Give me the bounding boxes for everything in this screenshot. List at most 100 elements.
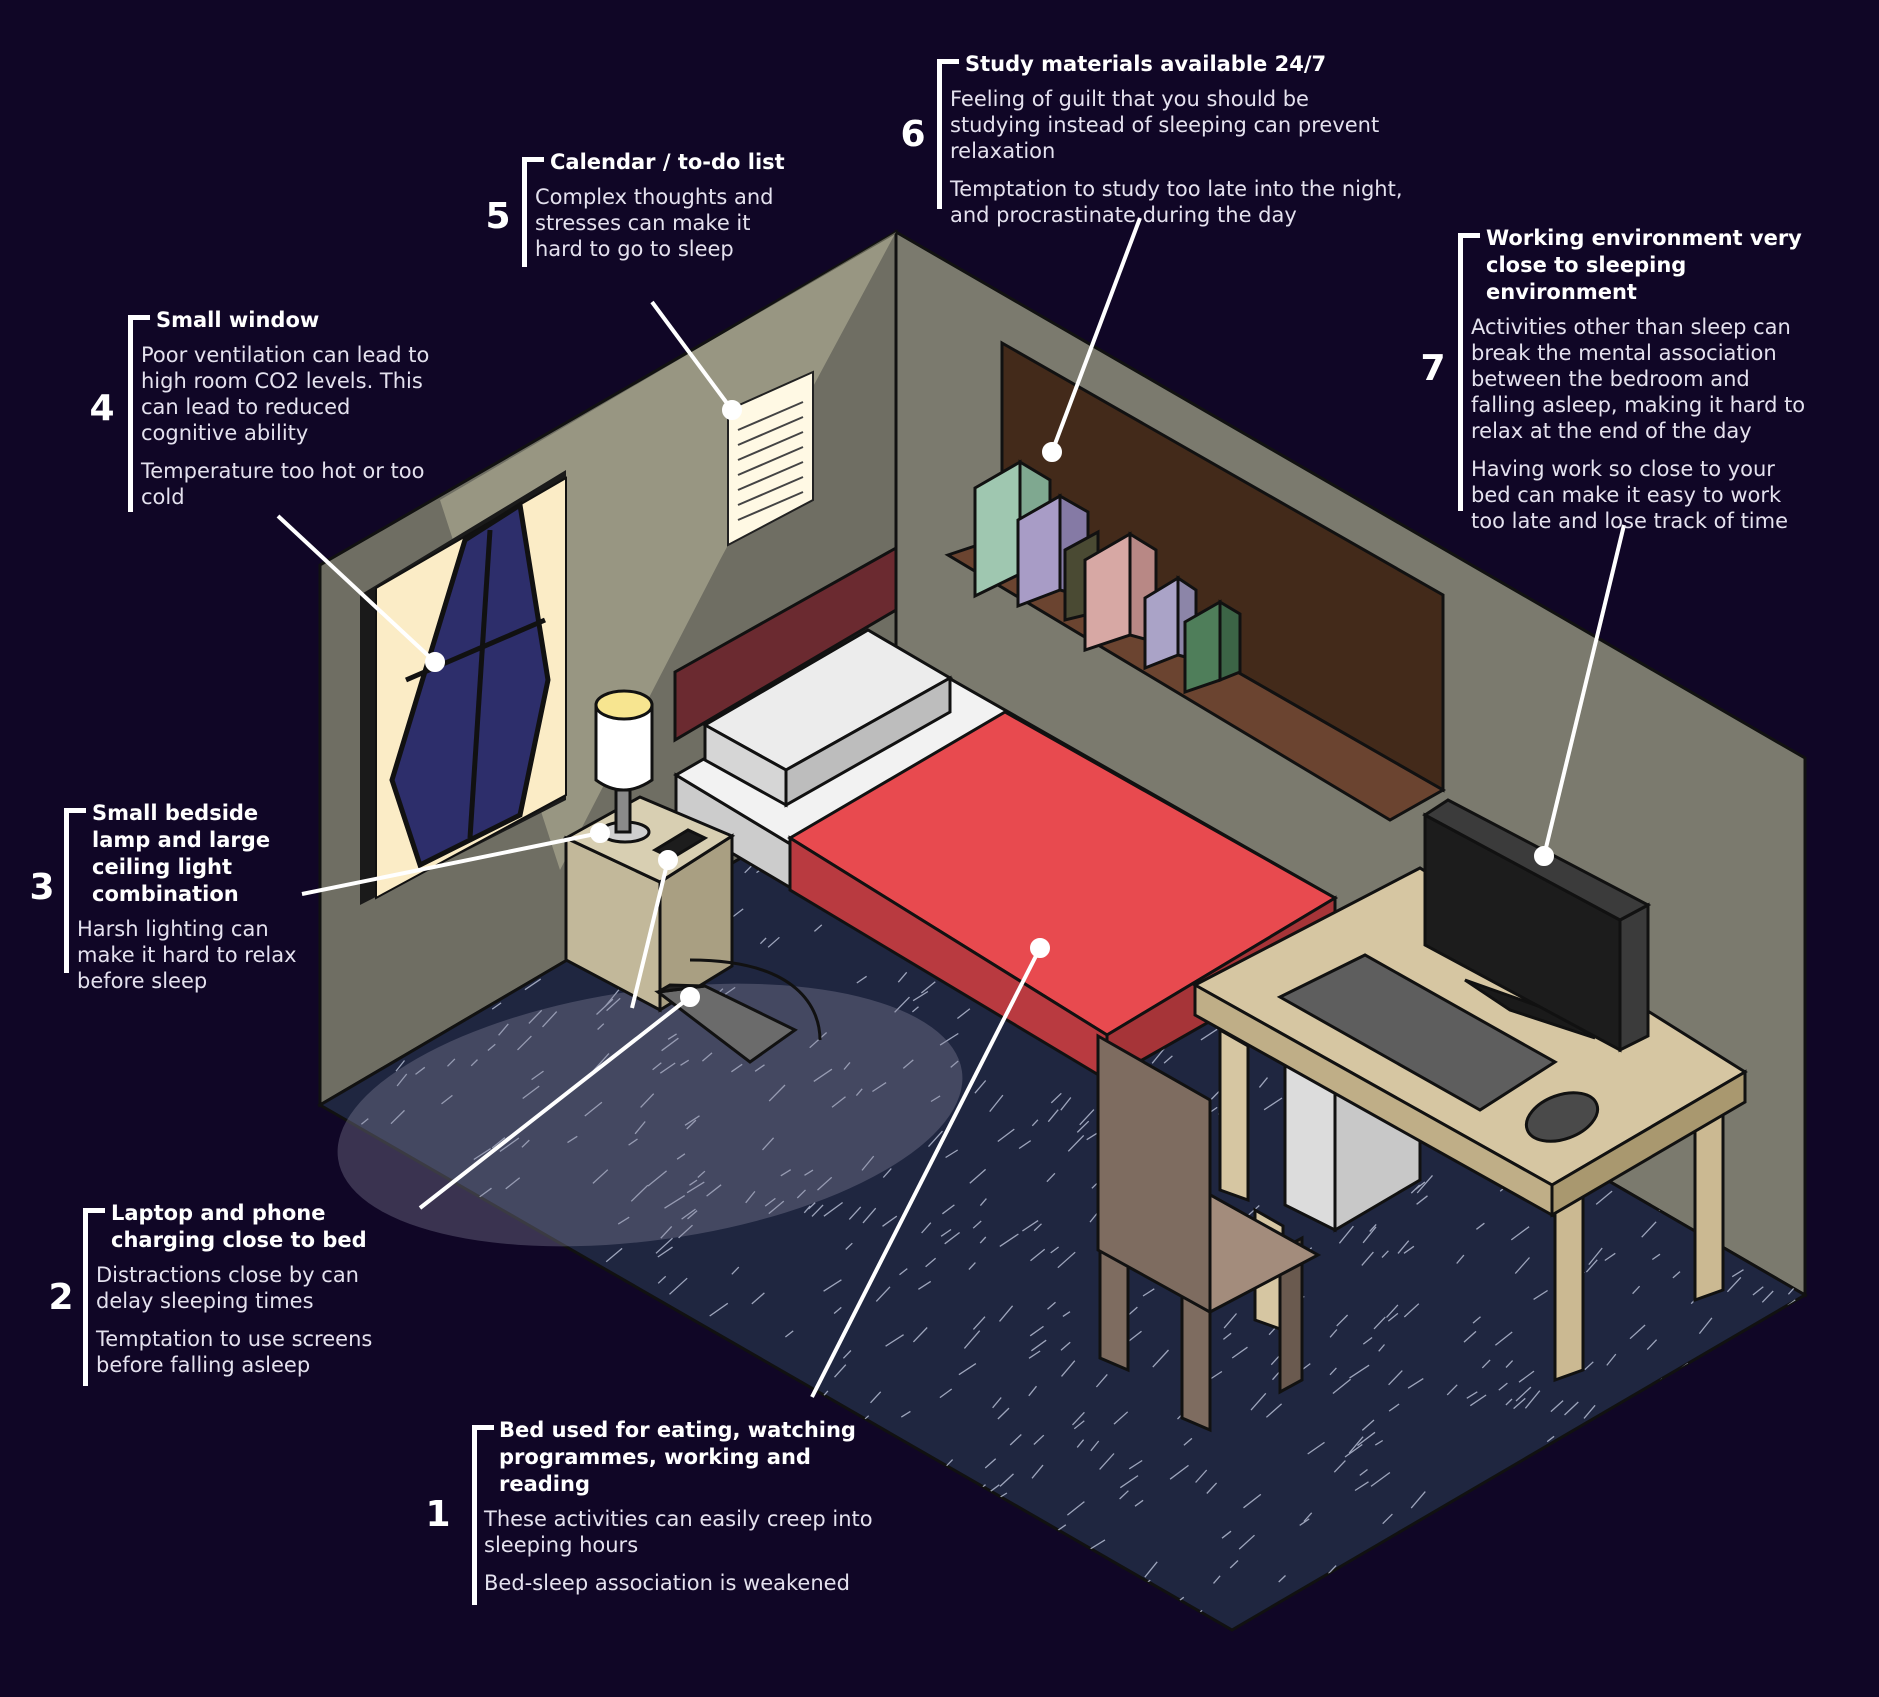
carpet-fiber [634,1121,646,1135]
carpet-fiber [1571,1584,1584,1596]
carpet-fiber [1142,1288,1155,1297]
carpet-fiber [1332,1378,1352,1395]
carpet-fiber [855,1088,863,1097]
carpet-fiber [676,1153,686,1160]
carpet-fiber [520,1337,530,1347]
carpet-fiber [1469,1394,1487,1407]
carpet-fiber [664,1195,686,1209]
carpet-fiber [1095,1373,1108,1388]
carpet-fiber [1550,1400,1564,1413]
carpet-fiber [1333,1460,1346,1473]
carpet-fiber [1378,1344,1385,1352]
pillow-side [784,675,952,808]
carpet-fiber [487,1043,496,1051]
carpet-fiber [657,1275,667,1284]
carpet-fiber [597,1325,608,1334]
carpet-fiber [768,1084,786,1102]
carpet-fiber [1730,1540,1740,1551]
carpet-fiber [680,1059,690,1066]
carpet-fiber [330,1409,349,1426]
window-glass [389,500,551,869]
carpet-fiber [1060,1341,1071,1351]
carpet-fiber [999,1305,1014,1322]
carpet-fiber [1359,1468,1368,1476]
carpet-fiber [894,996,910,1013]
carpet-fiber [517,1035,532,1051]
carpet-fiber [521,1139,530,1148]
carpet-fiber [944,1231,960,1245]
callout-5-desc-1: Complex thoughts and stresses can make i… [535,185,774,261]
carpet-fiber [1669,1455,1678,1463]
carpet-fiber [912,1327,928,1343]
carpet-fiber [593,1328,603,1338]
carpet-fiber [1200,1028,1218,1041]
carpet-fiber [1362,1226,1377,1244]
carpet-fiber [958,1363,977,1376]
carpet-fiber [583,1405,595,1417]
carpet-fiber [1222,1332,1232,1340]
carpet-fiber [1304,1587,1323,1601]
carpet-fiber [1113,1411,1129,1425]
carpet-fiber [613,1384,622,1394]
carpet-fiber [1250,1392,1267,1411]
calendar [727,370,814,547]
carpet-fiber [928,1130,943,1148]
callout-4-desc-2: Temperature too hot or too cold [141,459,425,509]
carpet-fiber [1481,1359,1491,1369]
carpet-fiber [845,1242,853,1250]
carpet-fiber [1797,1567,1805,1580]
carpet-fiber [1031,1603,1052,1618]
carpet-fiber [768,1200,785,1215]
carpet-fiber [339,1524,354,1534]
carpet-fiber [567,1135,578,1144]
carpet-fiber [811,1204,824,1217]
carpet-fiber [541,1299,559,1317]
carpet-fiber [1410,1491,1426,1509]
carpet-fiber [1284,1599,1297,1609]
carpet-fiber [1072,1411,1085,1426]
carpet-fiber [1600,1461,1610,1468]
carpet-fiber [1698,1601,1712,1612]
carpet-fiber [1030,1248,1046,1262]
carpet-fiber [817,1176,833,1191]
carpet-fiber [809,1032,828,1049]
carpet-fiber [1231,1346,1248,1359]
carpet-fiber [1047,1301,1056,1310]
carpet-fiber [1066,1501,1085,1516]
carpet-fiber [687,1210,698,1220]
carpet-fiber [1046,1172,1056,1183]
carpet-fiber [1403,1245,1415,1254]
carpet-fiber [1033,1434,1045,1445]
carpet-fiber [647,1170,668,1187]
callout-1-desc-1: These activities can easily creep into s… [484,1507,873,1557]
carpet-fiber [1361,1251,1374,1266]
callout-7-title: Working environment very close to sleepi… [1486,226,1802,304]
carpet-fiber [963,1330,981,1349]
carpet-fiber [1761,1290,1774,1303]
carpet-fiber [1556,1502,1573,1514]
carpet-fiber [813,924,823,932]
carpet-fiber [1373,1316,1386,1330]
carpet-fiber [992,1397,1002,1409]
carpet-fiber [375,1556,392,1571]
carpet-fiber [911,1006,919,1013]
carpet-fiber [592,1053,610,1072]
carpet-fiber [1515,1386,1532,1402]
carpet-fiber [578,1619,591,1630]
carpet-fiber [1403,1303,1420,1318]
carpet-fiber [875,1286,891,1302]
carpet-fiber [1243,1493,1262,1509]
bed [673,545,1338,1083]
carpet-fiber [1758,1445,1779,1461]
carpet-fiber [1632,1285,1641,1295]
carpet-fiber [1585,1259,1598,1273]
carpet-fiber [597,1023,605,1030]
carpet-fiber [1787,1318,1802,1333]
carpet-fiber [499,1137,520,1153]
carpet-fiber [1674,1509,1688,1523]
carpet-fiber [320,1180,334,1190]
carpet-fiber [1033,1223,1042,1232]
carpet-fiber [1144,1561,1158,1578]
carpet-fiber [1476,1222,1485,1230]
